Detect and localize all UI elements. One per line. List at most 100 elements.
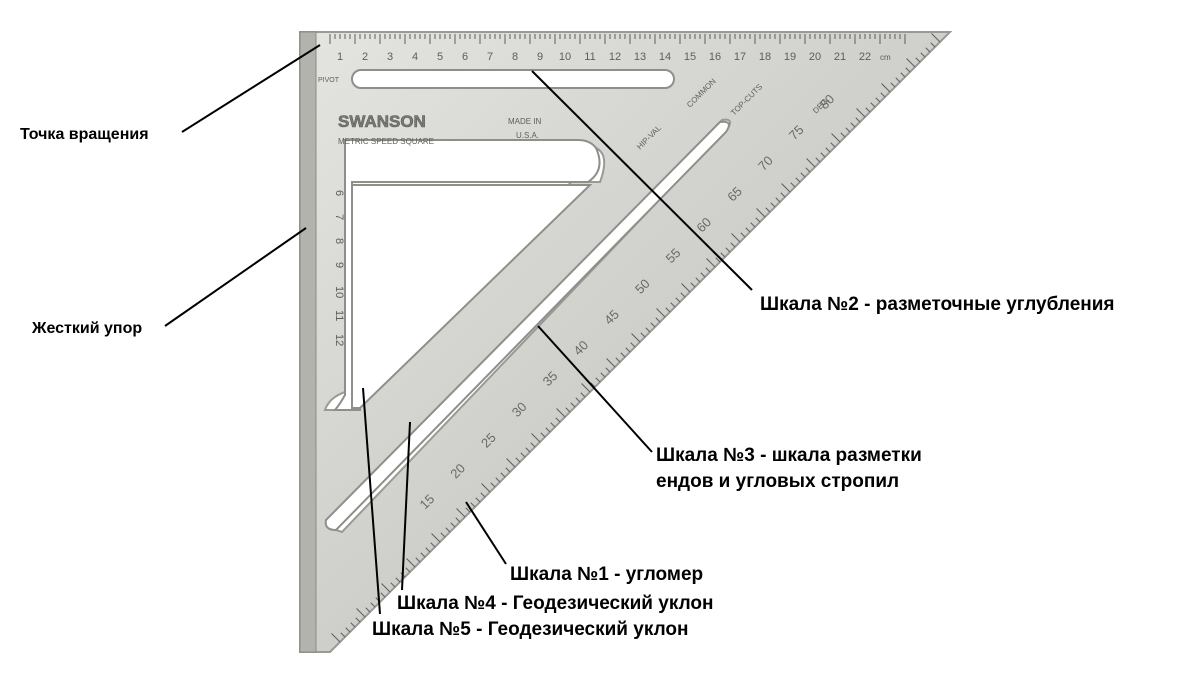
label-scale4: Шкала №4 - Геодезический уклон [397, 593, 714, 614]
country-text: U.S.A. [516, 131, 539, 140]
hypotenuse-tick [755, 217, 761, 223]
hypotenuse-tick [930, 42, 936, 48]
hypotenuse-tick [590, 382, 596, 388]
hypotenuse-tick [865, 107, 871, 113]
hypotenuse-tick [781, 183, 791, 193]
hypotenuse-tick [790, 182, 796, 188]
fence-lip [299, 31, 317, 653]
left-scale-number: 10 [333, 286, 345, 298]
hypotenuse-tick [700, 272, 706, 278]
hypotenuse-tick [890, 82, 896, 88]
top-scale-number: 8 [512, 51, 518, 63]
hypotenuse-tick [845, 127, 851, 133]
hypotenuse-tick [706, 258, 716, 268]
hypotenuse-tick [895, 77, 901, 83]
pivot-text: PIVOT [318, 77, 340, 84]
hypotenuse-tick [495, 477, 501, 483]
hypotenuse-tick [515, 457, 521, 463]
hypotenuse-tick [731, 233, 741, 243]
hypotenuse-tick [681, 283, 691, 293]
label-scale3-line2: ендов и угловых стропил [656, 471, 900, 492]
hypotenuse-tick [481, 483, 491, 493]
top-scale-number: 18 [759, 51, 771, 63]
hypotenuse-tick [331, 633, 341, 643]
top-scale-number: 16 [709, 51, 721, 63]
hypotenuse-tick [750, 222, 756, 228]
hypotenuse-tick [550, 422, 556, 428]
top-scale-number: 20 [809, 51, 821, 63]
hypotenuse-tick [370, 602, 376, 608]
hypotenuse-tick [381, 583, 391, 593]
top-scale-number: 19 [784, 51, 796, 63]
hypotenuse-tick [800, 172, 806, 178]
hypotenuse-tick [340, 632, 346, 638]
top-scale-number: 11 [584, 51, 595, 63]
hypotenuse-tick [870, 102, 876, 108]
hypotenuse-tick [780, 192, 786, 198]
hypotenuse-tick [900, 72, 906, 78]
brand-text: SWANSON [338, 112, 426, 131]
hypotenuse-tick [656, 308, 666, 318]
hypotenuse-tick [830, 142, 836, 148]
left-scale-number: 9 [333, 262, 345, 268]
left-scale-number: 12 [333, 334, 345, 346]
hypotenuse-tick [595, 377, 601, 383]
top-scale-number: 9 [537, 51, 543, 63]
leader-scale1 [465, 501, 507, 565]
hypotenuse-tick [745, 227, 751, 233]
hypotenuse-tick [905, 67, 911, 73]
hypotenuse-tick [431, 533, 441, 543]
leader-scale5 [362, 387, 381, 615]
top-scale-number: 7 [487, 51, 493, 63]
hypotenuse-tick [850, 122, 856, 128]
hypotenuse-tick [665, 307, 671, 313]
hypotenuse-tick [445, 527, 451, 533]
top-scale-number: 3 [387, 51, 393, 63]
hypotenuse-tick [920, 52, 926, 58]
hypotenuse-tick [475, 497, 481, 503]
label-pivot-point: Точка вращения [20, 126, 149, 143]
hypotenuse-tick [406, 558, 416, 568]
top-scale-number: 10 [559, 51, 571, 63]
hypotenuse-tick [355, 617, 361, 623]
hypotenuse-tick [565, 407, 571, 413]
top-scale-number: 17 [734, 51, 746, 63]
hypotenuse-tick [450, 522, 456, 528]
hypotenuse-tick [815, 157, 821, 163]
hypotenuse-tick [795, 177, 801, 183]
hypotenuse-tick [456, 508, 466, 518]
hypotenuse-tick [725, 247, 731, 253]
hypotenuse-tick [405, 567, 411, 573]
hypotenuse-tick [531, 433, 541, 443]
hypotenuse-tick [881, 83, 891, 93]
hypotenuse-tick [390, 582, 396, 588]
left-scale-number: 8 [333, 238, 345, 244]
top-scale-number: 13 [634, 51, 646, 63]
label-fence: Жесткий упор [32, 320, 143, 337]
unit-text: cm [880, 53, 891, 62]
hypotenuse-tick [545, 427, 551, 433]
hypotenuse-tick [395, 577, 401, 583]
hypotenuse-tick [765, 207, 771, 213]
left-scale-number: 6 [333, 190, 345, 196]
hypotenuse-tick [345, 627, 351, 633]
top-scale-number: 5 [437, 51, 443, 63]
hypotenuse-tick [655, 317, 661, 323]
hypotenuse-tick [581, 383, 591, 393]
hypotenuse-tick [570, 402, 576, 408]
hypotenuse-tick [695, 277, 701, 283]
hypotenuse-tick [530, 442, 536, 448]
leader-scale4 [401, 421, 411, 591]
label-scale1: Шкала №1 - угломер [510, 564, 704, 585]
hypotenuse-tick [540, 432, 546, 438]
hypotenuse-tick [440, 532, 446, 538]
hypotenuse-tick [690, 282, 696, 288]
hypotenuse-tick [630, 342, 636, 348]
hypotenuse-tick [620, 352, 626, 358]
hypotenuse-tick [925, 47, 931, 53]
hypotenuse-tick [730, 242, 736, 248]
hypotenuse-tick [645, 327, 651, 333]
